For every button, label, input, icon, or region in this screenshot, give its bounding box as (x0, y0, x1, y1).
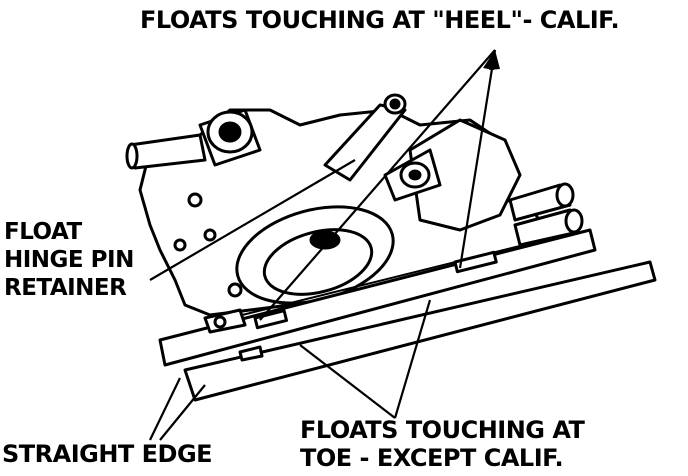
label-float-hinge-pin-retainer: FLOAT HINGE PIN RETAINER (4, 218, 134, 302)
leader-toe-left (299, 344, 396, 419)
label-straight-edge: STRAIGHT EDGE (2, 440, 213, 468)
leader-straight-right (159, 384, 206, 441)
label-hinge-line-1: FLOAT (4, 219, 82, 245)
label-toe-line-2: TOE - EXCEPT CALIF. (300, 444, 564, 472)
leader-heel-left (259, 49, 496, 321)
right-housing (408, 118, 522, 232)
vent-tube (323, 103, 407, 182)
label-hinge-line-2: HINGE PIN (4, 247, 134, 273)
label-floats-toe: FLOATS TOUCHING AT TOE - EXCEPT CALIF. (300, 416, 585, 472)
leader-straight-left (149, 377, 181, 441)
leader-heel-right (458, 49, 497, 269)
label-floats-heel: FLOATS TOUCHING AT "HEEL"- CALIF. (140, 6, 620, 34)
label-toe-line-1: FLOATS TOUCHING AT (300, 416, 585, 444)
leader-toe-right (393, 299, 432, 419)
label-hinge-line-3: RETAINER (4, 275, 127, 301)
leader-hinge (149, 159, 356, 281)
